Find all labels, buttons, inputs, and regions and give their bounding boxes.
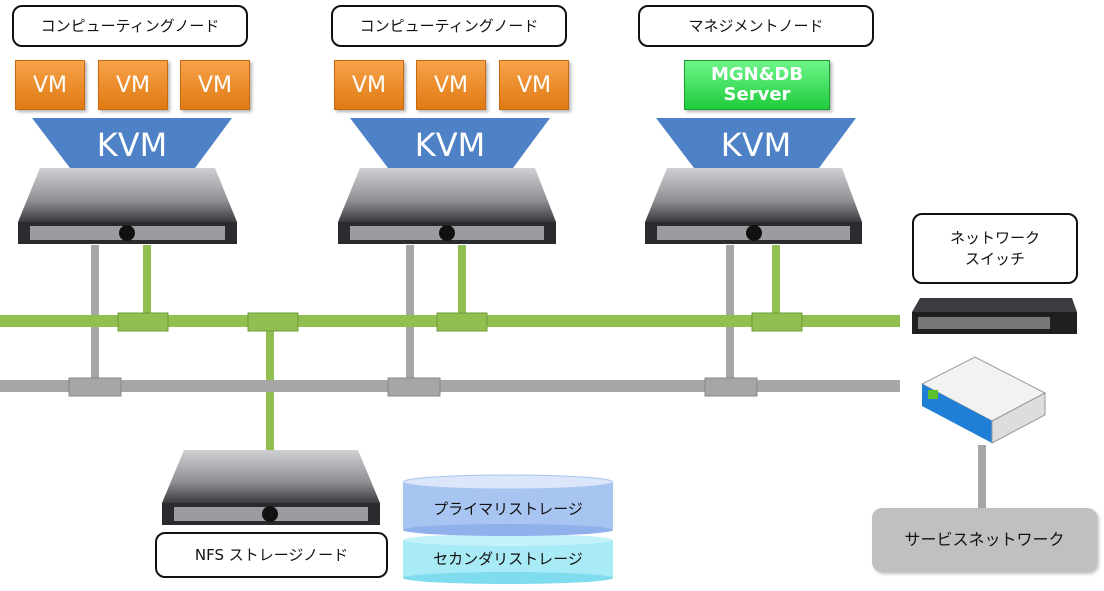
kvm-label: KVM xyxy=(414,126,486,164)
green-link-3 xyxy=(772,245,780,323)
nfs-storage-node-label: NFS ストレージノード xyxy=(155,532,388,578)
green-link-1 xyxy=(143,245,151,323)
management-node-label: マネジメントノード xyxy=(638,5,874,47)
vm-box: VM xyxy=(15,60,85,110)
server-3 xyxy=(645,168,862,244)
kvm-hypervisor-2: KVM xyxy=(350,118,550,168)
server-2 xyxy=(338,168,556,244)
green-link-2 xyxy=(458,245,466,323)
vm-box: VM xyxy=(416,60,486,110)
storage-cylinders xyxy=(402,474,614,584)
small-switch-icon xyxy=(920,356,1047,444)
service-network-box: サービスネットワーク xyxy=(872,508,1097,572)
gray-link-service xyxy=(978,445,986,510)
secondary-storage-label: セカンダリストレージ xyxy=(433,549,583,568)
vm-box: VM xyxy=(499,60,569,110)
rack-switch xyxy=(912,298,1077,334)
primary-storage-label: プライマリストレージ xyxy=(433,499,583,518)
management-network-line xyxy=(0,380,900,392)
kvm-hypervisor-1: KVM xyxy=(32,118,232,168)
kvm-label: KVM xyxy=(720,126,792,164)
nfs-server xyxy=(162,450,380,525)
vm-box: VM xyxy=(98,60,168,110)
vm-box: VM xyxy=(180,60,250,110)
mgn-db-server-box: MGN&DB Server xyxy=(684,60,830,110)
kvm-hypervisor-3: KVM xyxy=(656,118,856,168)
vm-box: VM xyxy=(334,60,404,110)
network-switch-label: ネットワーク スイッチ xyxy=(912,213,1078,284)
compute-node-label-1: コンピューティングノード xyxy=(12,5,248,47)
compute-node-label-2: コンピューティングノード xyxy=(331,5,567,47)
kvm-label: KVM xyxy=(96,126,168,164)
server-1 xyxy=(18,168,237,244)
